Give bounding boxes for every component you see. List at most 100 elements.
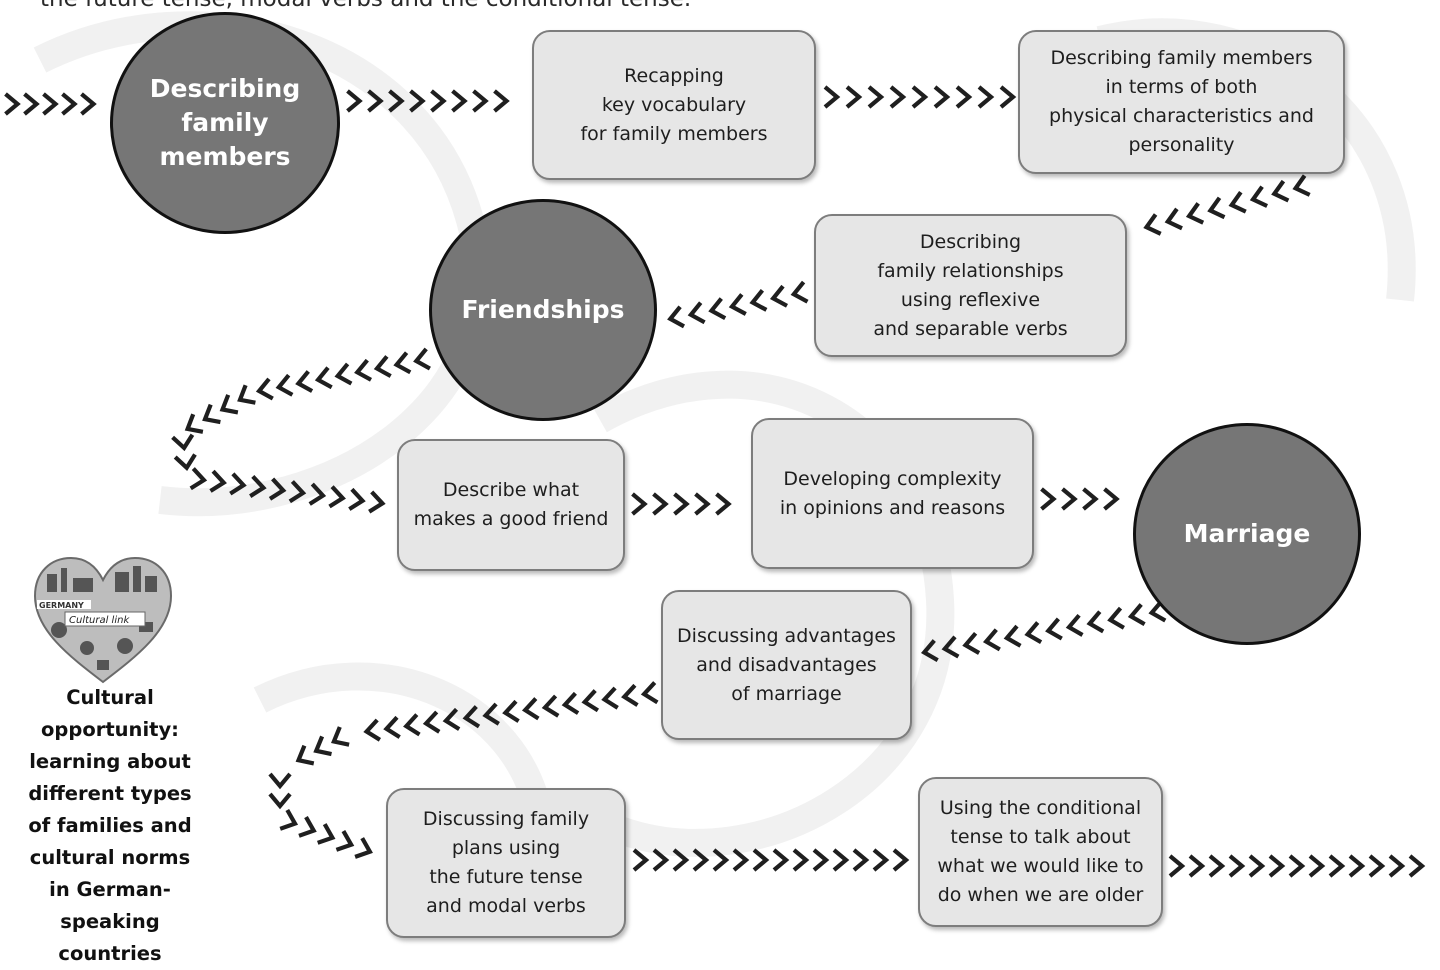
arrow-to-recap-chevron [367, 89, 384, 113]
arrow-to-describe-members-chevron [823, 85, 841, 109]
arrow-to-family-plans-chevron [298, 816, 317, 838]
arrow-end-chevron [1328, 854, 1346, 878]
arrow-to-pros-cons-chevron [1127, 603, 1146, 627]
arrow-pros-cons-down-chevron [521, 697, 540, 721]
arrow-end-chevron [1188, 854, 1206, 878]
arrow-curve-1b-chevron [173, 453, 197, 471]
arrow-to-good-friend-chevron [348, 487, 366, 511]
arrow-pros-cons-down-chevron [383, 715, 401, 739]
arrow-to-relationships-chevron [1292, 174, 1311, 197]
arrow-to-conditional-chevron [632, 848, 650, 872]
arrow-curve-1b-chevron [171, 433, 195, 452]
germany-cultural-link-heart-logo: GERMANY Cultural link [29, 552, 177, 688]
arrow-friendships-down-chevron [393, 351, 412, 375]
arrow-curve-2a-chevron [331, 726, 350, 747]
arrow-to-friendships-chevron [749, 288, 768, 312]
arrow-pros-cons-down-chevron [422, 710, 441, 734]
arrow-to-complexity-chevron [631, 492, 648, 516]
arrow-to-conditional-chevron [892, 848, 910, 872]
arrow-to-conditional-chevron [692, 848, 710, 872]
arrow-end-chevron [1308, 854, 1326, 878]
arrow-to-family-plans-chevron [317, 823, 336, 845]
arrow-to-recap-chevron [409, 89, 426, 113]
arrow-to-relationships-chevron [1271, 179, 1290, 203]
arrow-to-pros-cons-chevron [962, 631, 981, 655]
step-conditional-tense: Using the conditional tense to talk abou… [918, 777, 1163, 927]
arrow-to-good-friend-chevron [249, 474, 267, 498]
arrow-pros-cons-down-chevron [403, 713, 421, 737]
arrow-pros-cons-down-chevron [561, 691, 580, 715]
arrow-end-chevron [1208, 854, 1226, 878]
arrow-friendships-down-chevron [275, 373, 294, 397]
arrow-to-friendships-chevron [708, 297, 727, 321]
arrow-curve-1a-chevron [202, 403, 221, 425]
topic-describing-family-members: Describing family members [110, 12, 340, 234]
arrow-to-family-plans-chevron [354, 837, 373, 859]
arrow-friendships-down-chevron [314, 366, 333, 390]
arrow-friendships-down-chevron [413, 347, 431, 371]
arrow-to-conditional-chevron [672, 848, 690, 872]
intro-text: the future tense, modal verbs and the co… [40, 0, 940, 12]
arrow-to-marriage-chevron [1040, 487, 1057, 511]
arrow-to-conditional-chevron [652, 848, 670, 872]
arrow-to-good-friend-chevron [368, 490, 386, 514]
arrow-to-good-friend-chevron [288, 480, 307, 504]
arrow-friendships-down-chevron [295, 370, 314, 393]
arrow-friendships-down-chevron [354, 358, 373, 382]
arrow-to-pros-cons-chevron [1065, 613, 1084, 637]
step-good-friend: Describe what makes a good friend [397, 439, 625, 571]
arrow-to-conditional-chevron [812, 848, 830, 872]
arrow-to-good-friend-chevron [209, 469, 227, 493]
arrow-friendships-down-chevron [255, 377, 274, 401]
step-family-relationships: Describing family relationships using re… [814, 214, 1127, 357]
arrow-to-conditional-chevron [752, 848, 770, 872]
heart-badge-germany-label: GERMANY [39, 601, 84, 610]
arrow-to-friendships-chevron [728, 293, 747, 316]
step-family-plans: Discussing family plans using the future… [386, 788, 626, 938]
arrow-pros-cons-down-chevron [541, 694, 560, 718]
arrow-to-good-friend-chevron [268, 477, 287, 501]
arrow-to-describe-members-chevron [845, 85, 863, 109]
arrow-to-good-friend-chevron [328, 485, 346, 509]
arrow-to-friendships-chevron [667, 305, 686, 329]
arrow-pros-cons-down-chevron [621, 683, 639, 707]
heart-badge-cultural-link-label: Cultural link [69, 615, 130, 626]
arrow-pros-cons-down-chevron [363, 718, 382, 742]
arrow-end-chevron [1368, 854, 1386, 878]
arrow-to-describe-members-chevron [867, 85, 885, 109]
arrow-pros-cons-down-chevron [640, 681, 659, 705]
arrow-to-relationships-chevron [1228, 190, 1247, 214]
step-describing-family-members: Describing family members in terms of bo… [1018, 30, 1345, 174]
arrow-end-chevron [1348, 854, 1366, 878]
arrow-to-describe-members-chevron [933, 85, 951, 109]
arrow-curve-1a-chevron [219, 394, 239, 415]
arrow-pros-cons-down-chevron [502, 699, 520, 723]
arrow-curve-1a-chevron [184, 413, 204, 434]
arrow-to-conditional-chevron [732, 848, 750, 872]
arrow-curve-2b-chevron [268, 772, 292, 790]
arrow-start-chevron [80, 92, 97, 116]
arrow-pros-cons-down-chevron [442, 707, 461, 731]
arrow-to-friendships-chevron [790, 280, 809, 304]
arrow-to-pros-cons-chevron [1003, 624, 1022, 648]
arrow-to-conditional-chevron [832, 848, 850, 872]
step-recap-vocabulary: Recapping key vocabulary for family memb… [532, 30, 816, 180]
arrow-to-pros-cons-chevron [982, 628, 1001, 652]
arrow-to-complexity-chevron [715, 492, 732, 516]
arrow-to-pros-cons-chevron [941, 635, 960, 659]
arrow-end-chevron [1408, 854, 1426, 878]
arrow-to-conditional-chevron [872, 848, 890, 872]
arrow-start-chevron [4, 92, 21, 116]
arrow-pros-cons-down-chevron [462, 705, 481, 729]
arrow-friendships-down-chevron [334, 362, 353, 386]
topic-friendships: Friendships [429, 199, 657, 421]
arrow-end-chevron [1388, 854, 1406, 878]
arrow-to-relationships-chevron [1143, 213, 1162, 236]
arrow-curve-2a-chevron [313, 735, 332, 757]
arrow-to-marriage-chevron [1103, 487, 1120, 511]
topic-marriage: Marriage [1133, 423, 1361, 645]
arrow-to-family-plans-chevron [279, 808, 299, 831]
arrow-to-complexity-chevron [673, 492, 690, 516]
arrow-to-friendships-chevron [687, 301, 706, 325]
arrow-to-family-plans-chevron [335, 830, 355, 852]
